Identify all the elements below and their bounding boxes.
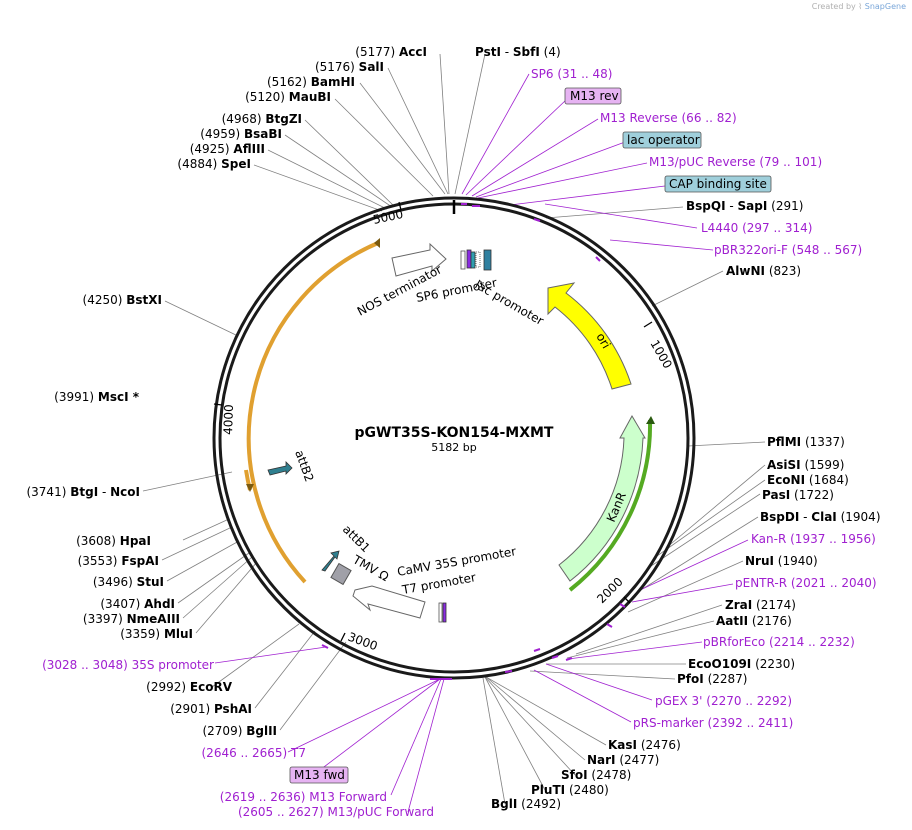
site-bamhi: (5162) BamHI (267, 75, 355, 89)
primer-labels: SP6 (31 .. 48) M13 Reverse (66 .. 82) M1… (42, 67, 876, 819)
m13-rev-box-label: M13 rev (570, 89, 619, 103)
site-sali: (5176) SalI (315, 60, 384, 74)
site-spei: (4884) SpeI (177, 157, 251, 171)
m13-fwd-feature (442, 602, 447, 623)
primer-prs-marker: pRS-marker (2392 .. 2411) (633, 716, 793, 730)
attb1-feature (321, 550, 340, 572)
snapgene-logo-icon: ⌇ (858, 2, 863, 11)
cap-binding-site-box (664, 175, 772, 193)
kanr-feature (558, 414, 646, 582)
primer-m13-puc-forward: (2605 .. 2627) M13/pUC Forward (238, 805, 434, 819)
lac-operator-box (622, 131, 702, 149)
site-btgzi: (4968) BtgZI (222, 112, 302, 126)
site-ecorv: (2992) EcoRV (146, 680, 233, 694)
primer-pentr-r: pENTR-R (2021 .. 2040) (735, 576, 877, 590)
site-kasi: KasI (2476) (608, 738, 681, 752)
orange-arc (246, 241, 379, 584)
site-psti-sbfi: PstI - SbfI (4) (475, 45, 561, 59)
credit-prefix: Created by (811, 2, 856, 11)
site-bspqi-sapi: BspQI - SapI (291) (686, 199, 803, 213)
tmv-omega-label: TMV Ω (350, 552, 392, 584)
tick-4000: 4000 (221, 404, 236, 435)
site-btgi-ncoi: (3741) BtgI - NcoI (26, 485, 140, 499)
site-aatii: AatII (2176) (716, 614, 792, 628)
site-ahdi: (3407) AhdI (100, 597, 175, 611)
lac-operator-box-label: lac operator (627, 133, 700, 147)
site-bgli: BglI (2492) (491, 797, 561, 811)
site-nrui: NruI (1940) (745, 554, 818, 568)
snapgene-credit: Created by ⌇ SnapGene (812, 2, 906, 11)
camv-35s-promoter-feature (352, 585, 426, 619)
site-stui: (3496) StuI (93, 575, 164, 589)
site-fspai: (3553) FspAI (78, 554, 159, 568)
site-sfoi: SfoI (2478) (561, 768, 631, 782)
site-acci: (5177) AccI (355, 45, 427, 59)
site-alwni: AlwNI (823) (726, 264, 801, 278)
site-bspdi-clai: BspDI - ClaI (1904) (760, 510, 881, 524)
primer-l4440: L4440 (297 .. 314) (701, 221, 813, 235)
m13-fwd-box-label: M13 fwd (294, 768, 345, 782)
primer-pbr322ori-f: pBR322ori-F (548 .. 567) (714, 243, 862, 257)
plasmid-name: pGWT35S-KON154-MXMT (355, 425, 554, 441)
attb2-feature (267, 461, 293, 476)
site-pflmi: PflMI (1337) (767, 435, 845, 449)
primer-pbrforeco: pBRforEco (2214 .. 2232) (703, 635, 855, 649)
site-pshai: (2901) PshAI (170, 702, 252, 716)
right-sites: PstI - SbfI (4) BspQI - SapI (291) AlwNI… (475, 45, 881, 811)
site-pluti: PluTI (2480) (531, 783, 609, 797)
leader-lines (142, 53, 766, 805)
site-nmeaiii: (3397) NmeAIII (83, 612, 180, 626)
top-small-features (460, 249, 492, 271)
primer-m13-puc-reverse: M13/pUC Reverse (79 .. 101) (649, 155, 822, 169)
t7-promoter-feature (438, 602, 443, 623)
primer-pgex-3: pGEX 3' (2270 .. 2292) (655, 694, 792, 708)
primer-m13-forward: (2619 .. 2636) M13 Forward (220, 790, 387, 804)
primer-sp6: SP6 (31 .. 48) (531, 67, 613, 81)
primer-35s-promoter: (3028 .. 3048) 35S promoter (42, 658, 214, 672)
site-econi: EcoNI (1684) (767, 473, 849, 487)
nos-terminator-feature (391, 242, 447, 277)
site-hpai: (3608) HpaI (76, 534, 151, 548)
tick-marks (213, 201, 653, 642)
site-msci: (3991) MscI * (54, 390, 140, 404)
attb2-label: attB2 (292, 448, 316, 483)
green-arc-head (646, 416, 655, 424)
site-zrai: ZraI (2174) (725, 598, 796, 612)
green-arc (568, 419, 653, 592)
credit-brand: SnapGene (864, 2, 906, 11)
site-bstxi: (4250) BstXI (83, 293, 162, 307)
tick-5000: 5000 (372, 207, 405, 227)
ori-feature (547, 282, 632, 390)
primer-t7: (2646 .. 2665) T7 (202, 746, 307, 760)
orange-arc-head-top (374, 238, 380, 248)
site-bglii: (2709) BglII (202, 724, 277, 738)
backbone (212, 196, 696, 680)
plasmid-length: 5182 bp (431, 441, 476, 454)
attb1-label: attB1 (340, 522, 373, 555)
cap-binding-site-box-label: CAP binding site (669, 177, 767, 191)
ori-label: ori (593, 331, 613, 352)
site-asisi: AsiSI (1599) (767, 458, 844, 472)
primer-kan-r: Kan-R (1937 .. 1956) (751, 532, 876, 546)
primer-leader-lines (214, 73, 749, 813)
m13-rev-box (564, 87, 622, 105)
left-sites: (5177) AccI (5176) SalI (5162) BamHI (51… (26, 45, 427, 738)
site-nari: NarI (2477) (587, 753, 659, 767)
site-bsabi: (4959) BsaBI (200, 127, 282, 141)
primer-marks (321, 203, 626, 680)
site-afliii: (4925) AflIII (190, 142, 265, 156)
site-pfoi: PfoI (2287) (677, 672, 747, 686)
orange-arc-head-bottom (246, 484, 254, 492)
m13-fwd-box (289, 766, 349, 784)
site-maubi: (5120) MauBI (245, 90, 331, 104)
site-ecoo109i: EcoO109I (2230) (688, 657, 795, 671)
tick-1000: 1000 (647, 338, 674, 371)
site-pasi: PasI (1722) (762, 488, 834, 502)
site-mlui: (3359) MluI (120, 627, 193, 641)
primer-m13-reverse: M13 Reverse (66 .. 82) (600, 111, 737, 125)
tmv-omega-feature (330, 562, 352, 586)
